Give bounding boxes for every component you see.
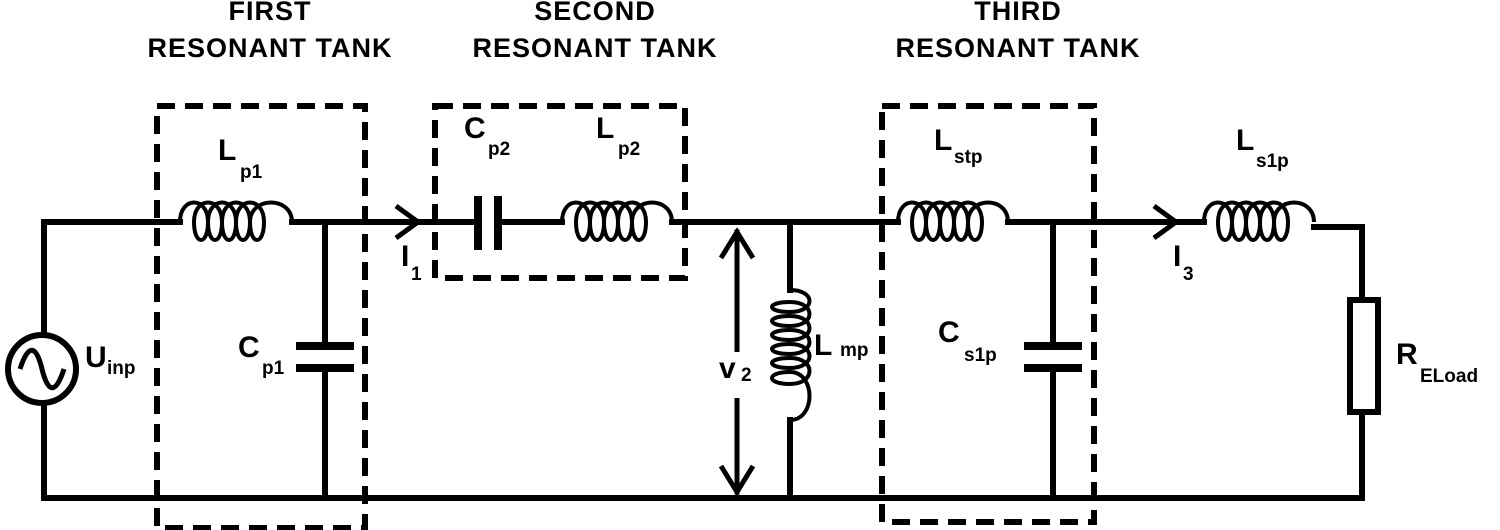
i3-subscript: 3: [1183, 264, 1194, 285]
v2-label-background: [716, 352, 760, 398]
i1-current-arrow-icon: [394, 203, 423, 241]
cp2-subscript: p2: [488, 139, 510, 160]
v2-label: v: [719, 352, 736, 385]
i3-current-arrow-icon: [1152, 203, 1181, 241]
second-tank-title: SECOND RESONANT TANK: [473, 0, 718, 63]
second-tank-title-line2: RESONANT TANK: [473, 33, 718, 63]
lp1-label: L: [218, 134, 236, 167]
first-tank-box: [154, 103, 368, 530]
uinp-label: U: [85, 341, 107, 374]
third-tank-box: [879, 103, 1097, 525]
ac-voltage-source: [5, 332, 79, 406]
lp2-subscript: p2: [618, 139, 640, 160]
third-tank-title-line1: THIRD: [974, 0, 1062, 26]
lp2-label: L: [596, 112, 614, 145]
lp1-inductor-icon: [178, 200, 294, 242]
circuit-wires: [41, 219, 1365, 501]
rload-label: R: [1396, 338, 1418, 371]
lmp-label: L: [814, 329, 832, 362]
lmp-subscript: mp: [840, 340, 869, 361]
lstp-subscript: stp: [954, 147, 983, 168]
lstp-inductor-icon: [896, 200, 1010, 242]
second-tank-box: [432, 103, 688, 281]
v2-subscript: 2: [741, 365, 752, 386]
cs1p-label: C: [938, 316, 960, 349]
first-tank-title-line1: FIRST: [229, 0, 312, 26]
cs1p-subscript: s1p: [964, 345, 997, 366]
first-tank-title: FIRST RESONANT TANK: [148, 0, 393, 63]
i1-label: I: [401, 240, 409, 273]
i1-subscript: 1: [411, 264, 422, 285]
lmp-inductor-icon: [770, 288, 812, 422]
first-tank-title-line2: RESONANT TANK: [148, 33, 393, 63]
second-tank-title-line1: SECOND: [534, 0, 656, 26]
ls1p-inductor-icon: [1202, 200, 1316, 242]
ls1p-subscript: s1p: [1256, 151, 1289, 172]
cp1-subscript: p1: [262, 358, 285, 379]
ls1p-label: L: [1236, 124, 1254, 157]
rload-subscript: ELoad: [1420, 366, 1478, 387]
third-tank-title-line2: RESONANT TANK: [896, 33, 1141, 63]
cp2-label: C: [464, 112, 486, 145]
rload-resistor-icon: [1347, 297, 1381, 415]
lp1-subscript: p1: [240, 162, 263, 183]
i3-label: I: [1173, 240, 1181, 273]
uinp-subscript: inp: [107, 358, 136, 379]
cp1-label: C: [238, 331, 260, 364]
third-tank-title: THIRD RESONANT TANK: [896, 0, 1141, 63]
lp2-inductor-icon: [560, 200, 674, 242]
lstp-label: L: [934, 124, 952, 157]
